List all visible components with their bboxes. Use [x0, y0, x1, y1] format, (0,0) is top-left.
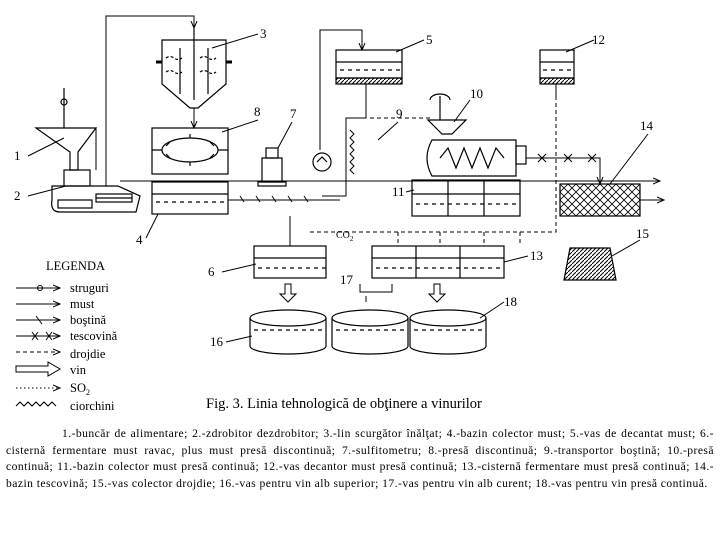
collecting-basin-11: [411, 179, 521, 217]
drain-tank-3: [156, 28, 232, 109]
note-12: 12.-vas decantor must presă continuă;: [263, 460, 458, 474]
pomace-markers: [537, 153, 597, 163]
label-12: 12: [592, 32, 605, 47]
label-14: 14: [640, 118, 654, 133]
note-2: 2.-zdrobitor dezdrobitor;: [192, 427, 319, 440]
pump: [312, 152, 332, 172]
label-1: 1: [14, 148, 21, 163]
label-6: 6: [208, 264, 215, 279]
note-7: 7.-sulfitometru;: [341, 443, 422, 457]
note-10: 10.-presă continuă;: [6, 443, 714, 474]
note-3: 3.-lin scurgător înălţat;: [323, 427, 443, 440]
legend-item-drojdie: drojdie: [70, 347, 106, 361]
leader-lines: [27, 33, 649, 343]
so2-line: [228, 195, 340, 203]
legend-item-must: must: [70, 297, 95, 311]
collecting-basin-4: [151, 181, 229, 215]
wine-arrows: [278, 283, 447, 303]
label-3: 3: [260, 26, 267, 41]
label-8: 8: [254, 104, 261, 119]
note-17: 17.-vas pentru vin alb curent;: [382, 476, 532, 490]
fermentation-tank-6: [253, 245, 327, 279]
note-14: 14.-bazin tescovină;: [6, 460, 714, 490]
label-15: 15: [636, 226, 649, 241]
label-9: 9: [396, 106, 403, 121]
note-9: 9.-transportor boştină;: [543, 443, 661, 457]
note-11: 11.-bazin colector must presă continuă;: [57, 460, 260, 474]
discontinuous-press-8: [151, 127, 229, 175]
label-2: 2: [14, 188, 21, 203]
fermentation-tank-13: [371, 245, 505, 279]
note-13: 13.-cisternă fermentare must presă conti…: [461, 460, 690, 474]
note-18: 18.-vas pentru vin presă continuă.: [535, 476, 708, 490]
number-labels: 1 2 3 4 5 6 7 8 9 10 11 12 13 14 15 16 1…: [14, 26, 654, 349]
legend-item-bostina: boştină: [70, 313, 107, 327]
note-6: 6.-cisternă fermentare must ravac, plus …: [6, 427, 714, 457]
decanting-vessel-12: [539, 49, 575, 85]
legend-item-so2: SO2: [70, 381, 90, 397]
figure-notes: 1.-buncăr de alimentare; 2.-zdrobitor de…: [6, 426, 714, 492]
legend-item-struguri: struguri: [70, 281, 109, 295]
decanting-vessel-5: [335, 49, 403, 85]
legend: LEGENDA struguri must boştină tescovină …: [15, 259, 118, 413]
note-15: 15.-vas colector drojdie;: [91, 476, 216, 490]
hopper-1: [34, 88, 98, 171]
note-1: 1.-buncăr de alimentare;: [62, 427, 188, 440]
legend-item-vin: vin: [70, 363, 87, 377]
note-8: 8.-presă discontinuă;: [428, 443, 538, 457]
flow-lines: [95, 15, 664, 246]
legend-item-ciorchini: ciorchini: [70, 399, 115, 413]
label-10: 10: [470, 86, 483, 101]
wine-vessels: [249, 309, 487, 355]
lees-vessel-15: [563, 247, 617, 281]
figure-caption: Fig. 3. Linia tehnologică de obţinere a …: [206, 396, 482, 412]
legend-title: LEGENDA: [46, 259, 105, 273]
label-16: 16: [210, 334, 224, 349]
label-4: 4: [136, 232, 143, 247]
label-13: 13: [530, 248, 543, 263]
note-5: 5.-vas de decantat must;: [569, 427, 696, 440]
label-11: 11: [392, 184, 405, 199]
continuous-press-10: [426, 93, 527, 177]
label-7: 7: [290, 106, 297, 121]
label-5: 5: [426, 32, 433, 47]
crusher-destemmer-2: [51, 169, 141, 213]
label-17: 17: [340, 272, 354, 287]
note-16: 16.-vas pentru vin alb superior;: [219, 476, 379, 490]
pomace-basin-14: [559, 183, 641, 217]
co2-label: CO2: [336, 230, 354, 243]
sulfitometer-7: [257, 147, 287, 187]
label-18: 18: [504, 294, 517, 309]
legend-item-tescovina: tescovină: [70, 329, 118, 343]
note-4: 4.-bazin colector must;: [446, 427, 566, 440]
